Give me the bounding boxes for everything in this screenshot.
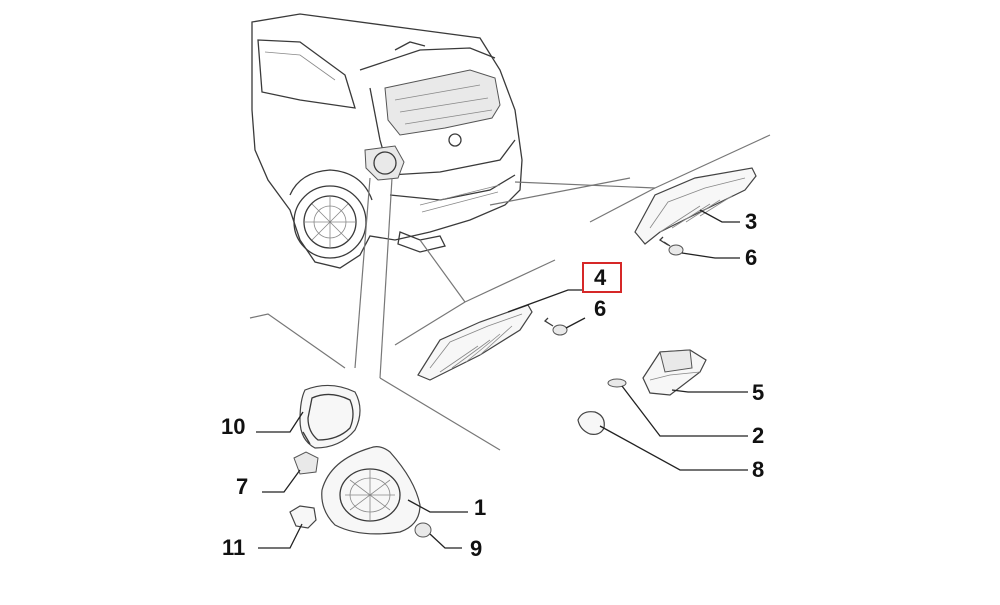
part-9-clip [414,522,432,538]
part-5-license-lamp [642,349,707,396]
leader-lines [256,209,748,549]
callout-label-8: 8 [752,457,765,482]
callout-label-7: 7 [236,474,249,499]
part-3-reflector [634,167,757,245]
part-10-bezel [299,384,361,449]
callout-label-3: 3 [745,209,758,234]
callout-label-6-top: 6 [745,245,758,270]
callout-label-4: 4 [594,265,607,290]
screw-6-top [658,236,683,255]
callout-label-1: 1 [474,495,487,520]
part-2-cap [607,378,627,388]
callout-label-5: 5 [752,380,765,405]
car-illustration [251,13,523,269]
callout-label-10: 10 [221,414,246,439]
part-4-reflector [417,304,533,381]
part-7-socket [293,451,319,475]
part-11-bulb [289,505,317,529]
part-8-grommet [577,411,605,435]
callout-label-9: 9 [470,536,483,561]
screw-6-mid [543,317,568,336]
callout-label-6-mid: 6 [594,296,607,321]
callout-label-2: 2 [752,423,765,448]
section-lines [249,134,771,451]
part-1-lamp-housing [321,446,421,535]
callout-label-11: 11 [222,535,246,560]
highlight-box [582,262,622,293]
